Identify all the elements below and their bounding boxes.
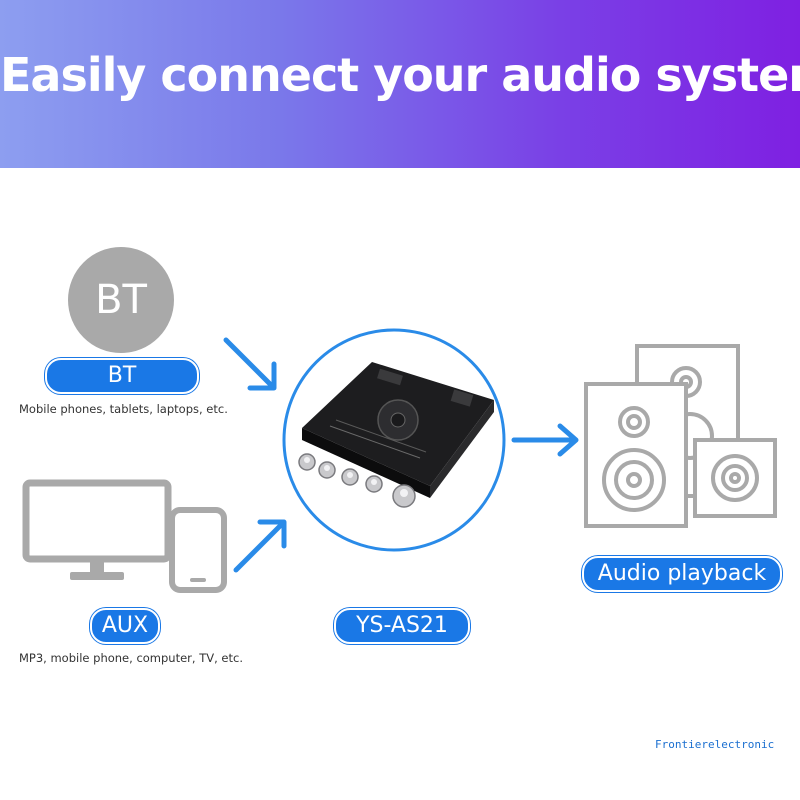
device-label: YS-AS21 <box>334 608 470 644</box>
monitor-icon <box>22 479 172 580</box>
arrow-bt-to-device <box>223 337 277 391</box>
bluetooth-icon: BT <box>68 247 174 353</box>
speaker-small-icon <box>693 438 777 518</box>
output-label: Audio playback <box>582 556 782 592</box>
arrow-aux-to-device <box>233 519 287 573</box>
aux-caption: MP3, mobile phone, computer, TV, etc. <box>19 651 243 665</box>
header-banner: Easily connect your audio system <box>0 0 800 168</box>
bt-caption: Mobile phones, tablets, laptops, etc. <box>19 402 228 416</box>
phone-icon <box>169 507 227 593</box>
bt-label: BT <box>45 358 199 394</box>
amplifier-board <box>298 362 494 508</box>
speaker-front-icon <box>584 382 688 528</box>
watermark: Frontierelectronic <box>655 738 775 751</box>
arrow-device-to-speakers <box>511 423 579 457</box>
banner-title: Easily connect your audio system <box>0 48 800 102</box>
aux-label: AUX <box>90 608 160 644</box>
